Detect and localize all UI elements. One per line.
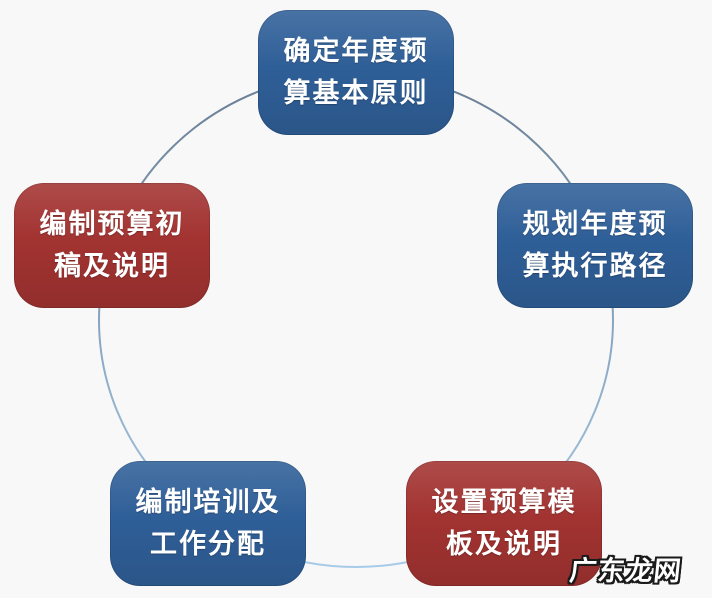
node-plan-annual-budget-execution-path: 规划年度预 算执行路径: [497, 183, 693, 308]
node-label-line: 确定年度预: [283, 35, 429, 66]
node-label-line: 算基本原则: [283, 77, 429, 108]
node-label-line: 稿及说明: [54, 250, 170, 281]
node-label-line: 编制预算初: [39, 208, 185, 239]
node-label-line: 板及说明: [446, 528, 562, 559]
node-draft-budget-and-notes: 编制预算初 稿及说明: [14, 183, 210, 308]
node-define-annual-budget-principles: 确定年度预 算基本原则: [258, 10, 454, 135]
watermark-guangdong-long-net: 广东龙网: [568, 556, 684, 586]
node-label-line: 工作分配: [150, 528, 266, 559]
node-label-line: 编制培训及: [135, 486, 281, 517]
node-set-budget-template-and-notes: 设置预算模 板及说明: [406, 461, 602, 586]
node-label-line: 规划年度预: [522, 208, 668, 239]
node-label-line: 算执行路径: [522, 250, 668, 281]
node-label-line: 设置预算模: [431, 486, 577, 517]
node-prepare-training-and-work-allocation: 编制培训及 工作分配: [110, 461, 306, 586]
